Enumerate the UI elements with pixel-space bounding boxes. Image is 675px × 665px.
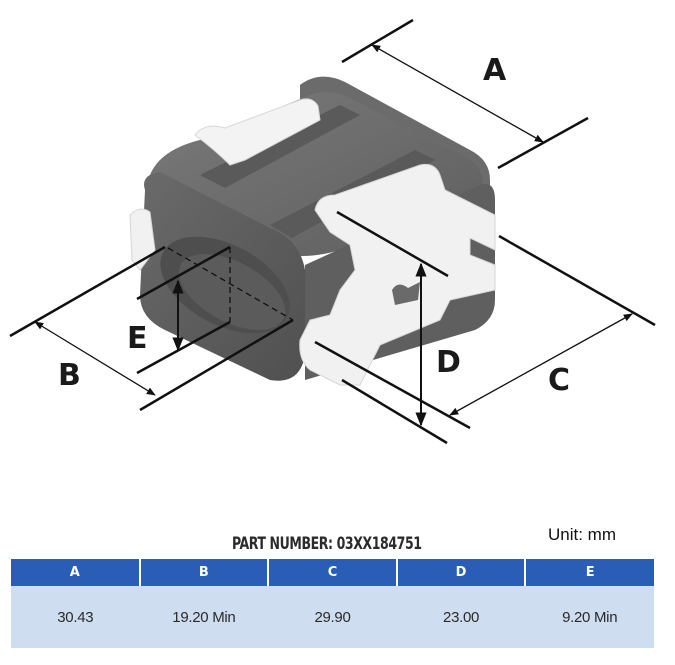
unit-label: Unit: mm [548,525,616,544]
table-row: 30.43 19.20 Min 29.90 23.00 9.20 Min [11,586,654,648]
column-header-a: A [11,559,140,586]
dimension-b-arrow [34,321,156,396]
product-dimension-drawing: A B C D E [9,18,656,445]
column-header-b: B [138,559,269,586]
dimension-label-e: E [127,321,148,356]
dimension-c-arrow [449,313,633,416]
value-c: 29.90 [268,586,397,648]
column-header-d: D [395,559,526,586]
value-a: 30.43 [11,586,140,648]
value-d: 23.00 [396,586,526,648]
dimension-spec-table: A B C D E 30.43 19.20 Min 29.90 23.00 9.… [11,559,654,648]
dimension-label-b: B [58,358,81,393]
value-e: 9.20 Min [525,586,654,648]
value-b: 19.20 Min [139,586,269,648]
dimension-label-c: C [548,363,570,398]
part-number-title: PART NUMBER: 03XX184751 [232,534,422,554]
column-header-c: C [267,559,397,586]
column-header-e: E [524,559,654,586]
dimension-arrows [34,44,633,427]
table-header-row: A B C D E [11,559,654,586]
dimension-label-d: D [436,345,461,380]
hidden-lines [167,247,294,322]
dimension-lines [9,18,656,445]
dimension-a-arrow [371,44,544,143]
dimension-label-a: A [483,53,507,88]
